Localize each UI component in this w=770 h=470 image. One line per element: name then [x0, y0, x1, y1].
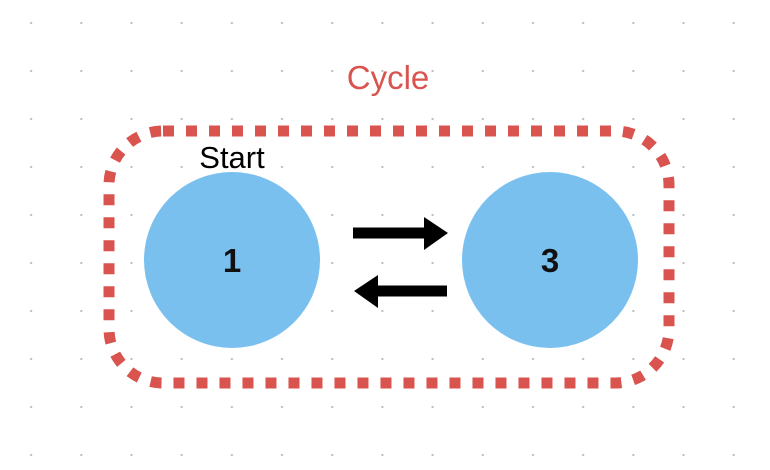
graph-node-1[interactable]: 1 [144, 172, 320, 348]
start-label: Start [199, 140, 265, 175]
graph-edge-3-to-1[interactable] [354, 275, 447, 308]
graph-edge-3-to-1-arrowhead [354, 275, 378, 308]
graph-node-3-label: 3 [540, 241, 560, 279]
graph-node-1-label: 1 [222, 241, 242, 279]
graph-edge-1-to-3[interactable] [353, 217, 448, 250]
graph-edge-1-to-3-arrowhead [424, 217, 448, 250]
cycle-group-title: Cycle [346, 59, 430, 96]
graph-node-3[interactable]: 3 [462, 172, 638, 348]
